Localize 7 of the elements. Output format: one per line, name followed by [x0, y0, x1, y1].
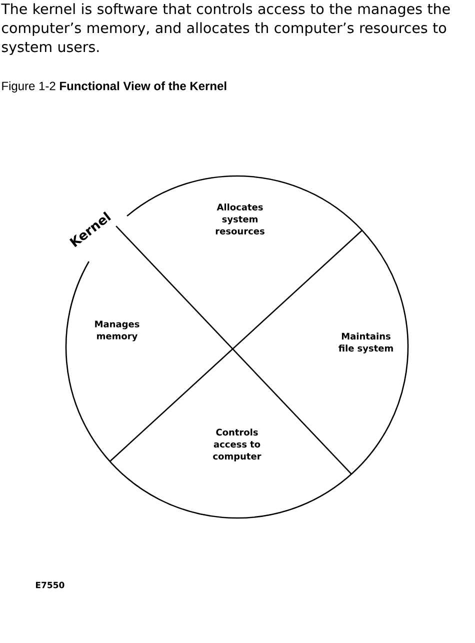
figure-title: Figure 1-2 Functional View of the Kernel: [2, 81, 226, 93]
figure-number: E7550: [36, 582, 64, 588]
sector-label: Controls access to computer: [213, 428, 262, 462]
sector-label: Allocates system resources: [216, 204, 264, 234]
paragraph: The kernel is software that controls access to the manages the computer’s memory, and allocates th computer’s resources to system users.: [1, 3, 450, 55]
sector-label: Maintains file system: [338, 332, 393, 354]
sector-label: Manages memory: [95, 320, 140, 342]
